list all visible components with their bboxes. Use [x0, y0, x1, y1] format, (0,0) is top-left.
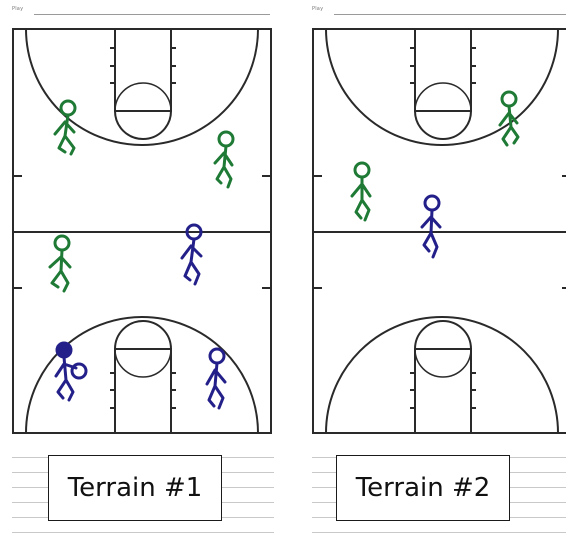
play-title-line: Play	[312, 4, 566, 18]
player-green	[50, 236, 70, 291]
free-throw-circle-top	[415, 111, 471, 139]
basketball-court-1	[12, 28, 272, 436]
player-green	[500, 92, 518, 145]
free-throw-lane-bottom	[115, 349, 171, 433]
player-blue	[182, 225, 201, 284]
free-throw-lane-bottom	[415, 349, 471, 433]
player-green	[215, 132, 233, 187]
play-label: Play	[12, 6, 23, 12]
note-line	[312, 532, 566, 533]
player-blue	[207, 349, 225, 408]
court-sheet-1: Play	[12, 0, 278, 541]
play-label: Play	[312, 6, 323, 12]
court-sheet-2: Play	[312, 0, 566, 541]
court-diagram-2	[312, 28, 566, 436]
court-diagram-1	[12, 28, 272, 436]
three-point-arc-bottom	[326, 317, 558, 433]
free-throw-lane-top	[415, 29, 471, 111]
free-throw-circle-bottom	[415, 321, 471, 349]
free-throw-circle-bottom-inner	[115, 349, 171, 377]
basketball-court-2	[312, 28, 566, 436]
three-point-arc-bottom	[26, 317, 258, 433]
terrain-caption-2: Terrain #2	[336, 455, 510, 521]
three-point-arc-top	[326, 29, 558, 145]
player-blue	[422, 196, 440, 257]
free-throw-circle-top-inner	[115, 83, 171, 111]
player-green	[352, 163, 370, 220]
play-title-rule	[334, 14, 566, 15]
free-throw-lane-top	[115, 29, 171, 111]
terrain-caption-1: Terrain #1	[48, 455, 222, 521]
ball-icon	[72, 364, 86, 378]
play-title-line: Play	[12, 4, 270, 18]
free-throw-circle-top	[115, 111, 171, 139]
play-title-rule	[34, 14, 270, 15]
free-throw-circle-bottom	[115, 321, 171, 349]
note-line	[12, 532, 274, 533]
player-blue-with-ball	[56, 343, 86, 400]
